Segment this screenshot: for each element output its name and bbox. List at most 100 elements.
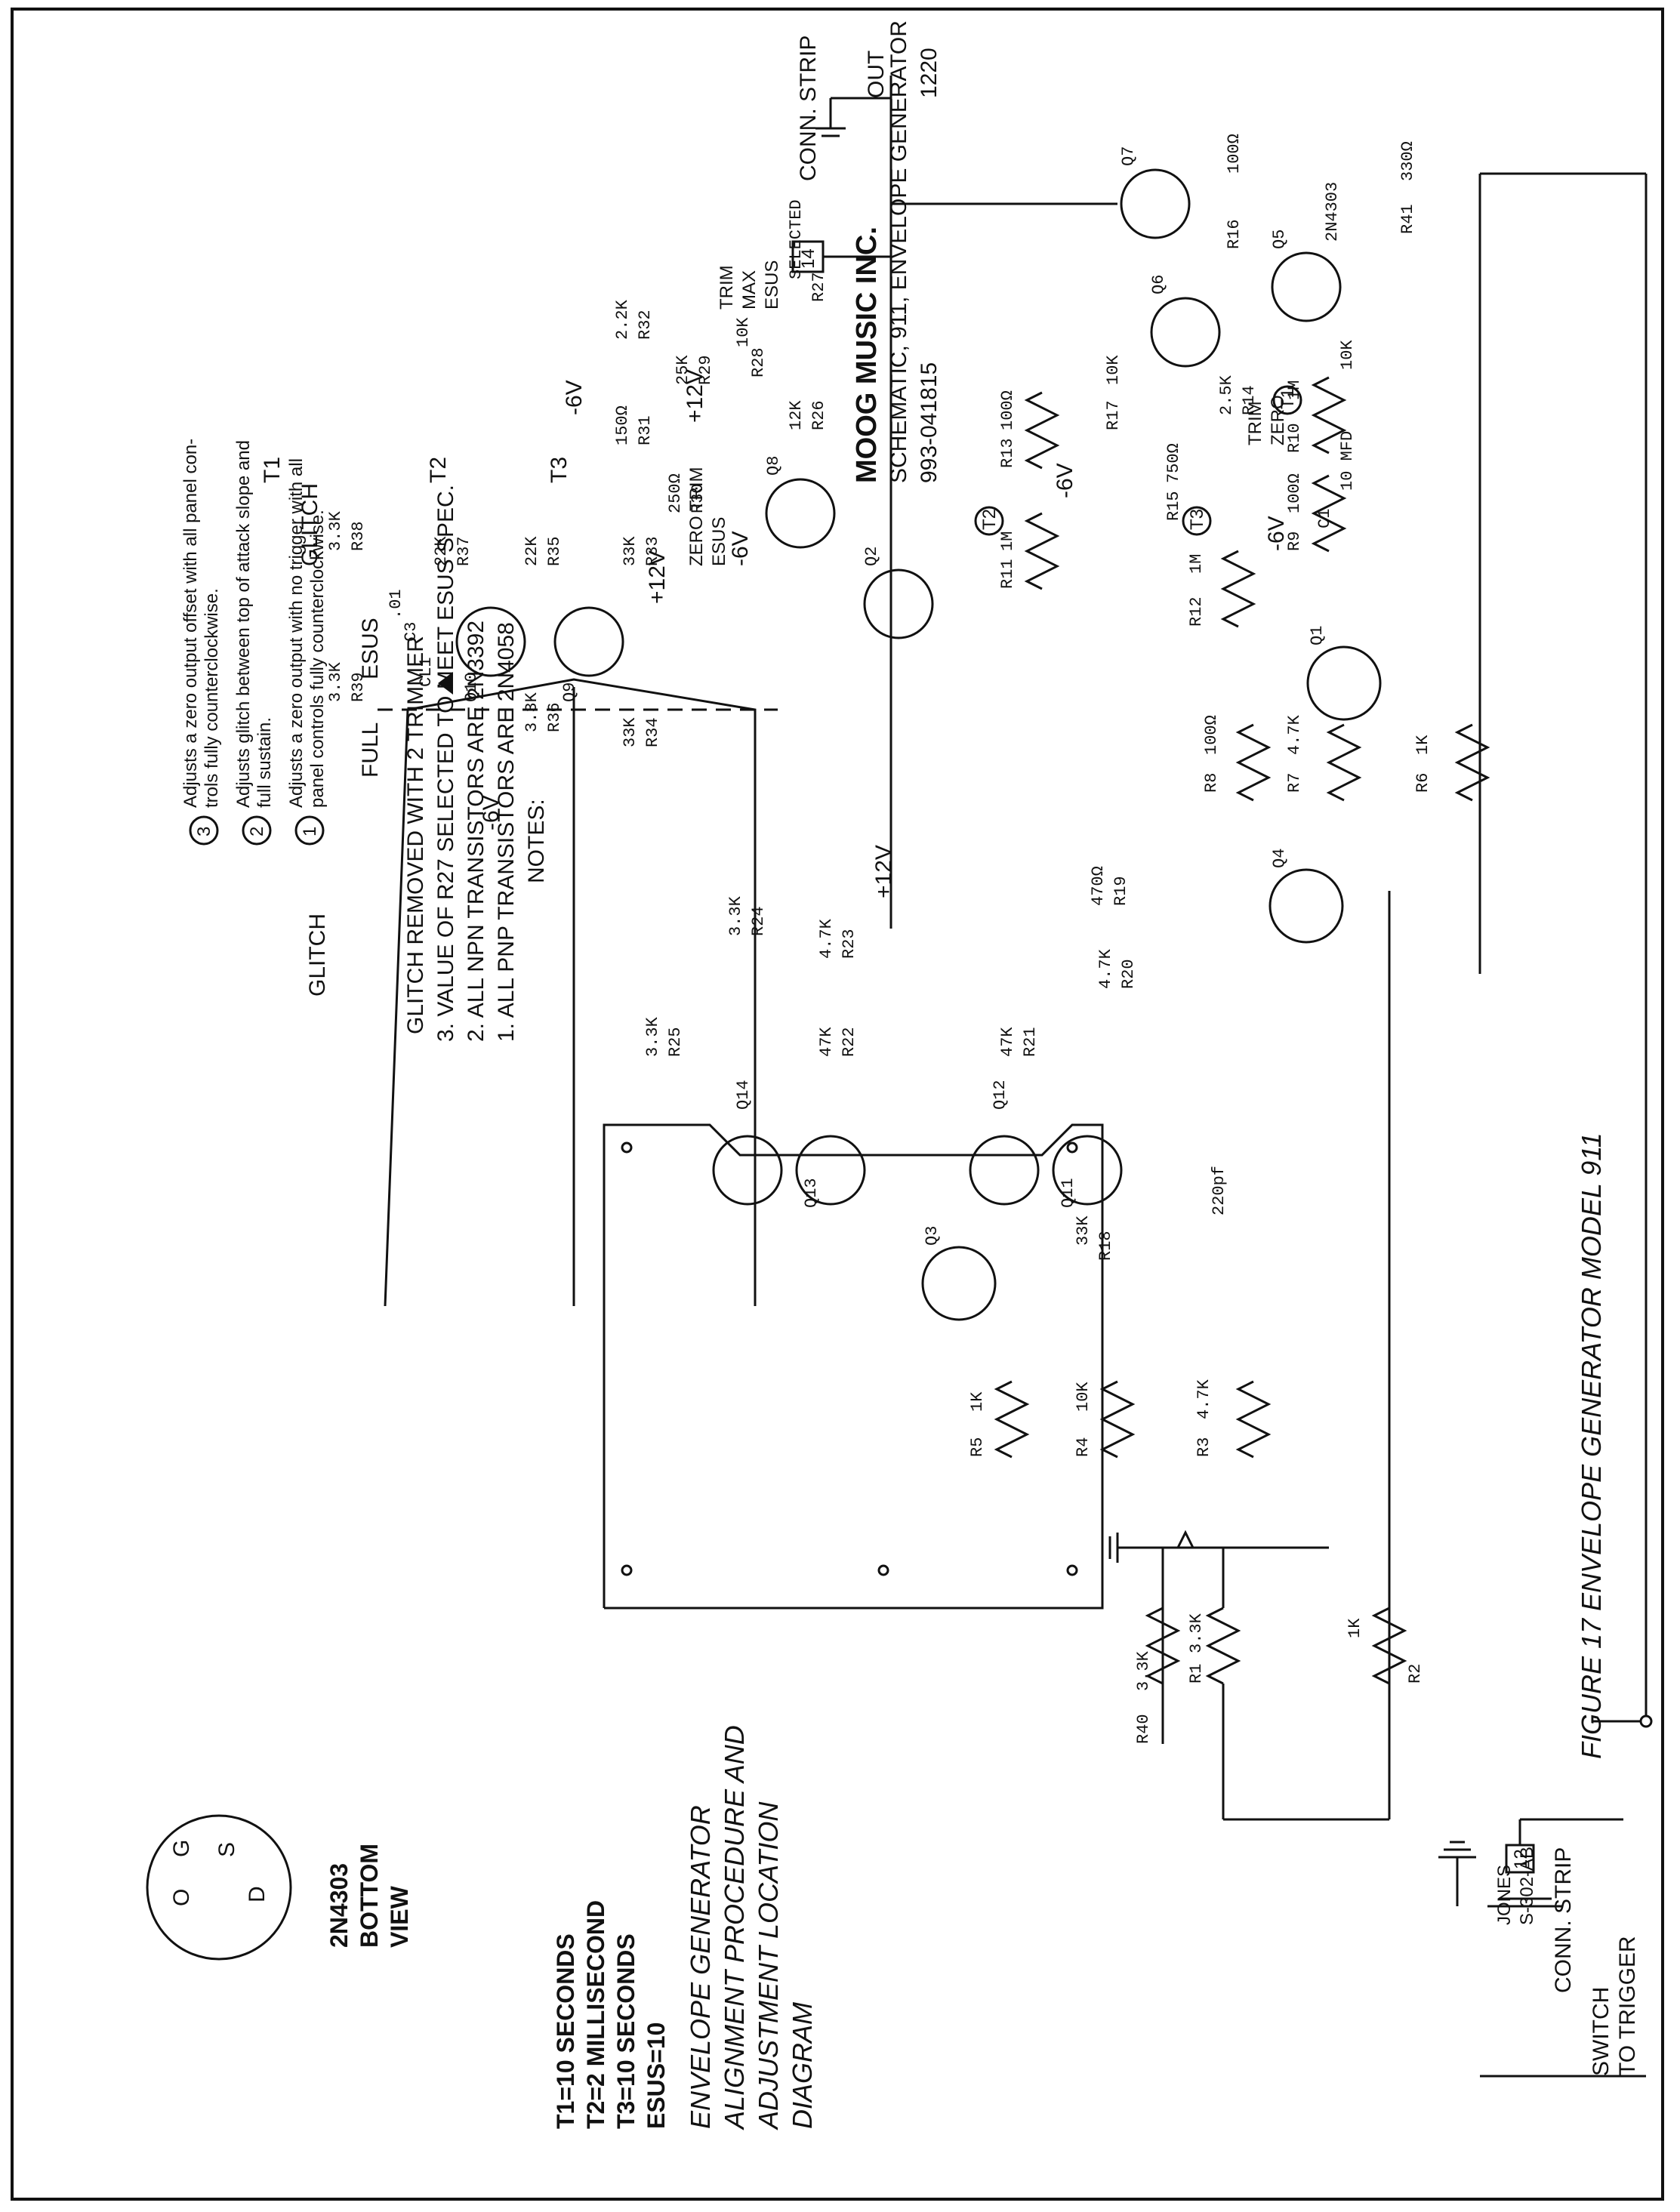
alignment-title-1: ENVELOPE GENERATOR — [685, 1805, 716, 2129]
conn-strip-right-pin: 14 — [798, 248, 818, 269]
input-network: R1 3.3K R40 3.3K R2 1K R3 4.7K R4 10K R5… — [968, 891, 1425, 1821]
figure-caption-block: FIGURE 17 ENVELOPE GENERATOR MODEL 911 — [1576, 1132, 1607, 1759]
r8-value: 100Ω — [1202, 715, 1221, 755]
r27-value: SELECTED — [787, 199, 806, 279]
r22-ref: R22 — [840, 1027, 858, 1057]
output-stage: Q5 2N4303 Q6 Q7 R41 330Ω R16 100Ω R17 10… — [791, 35, 1417, 929]
q1-symbol — [1306, 645, 1382, 721]
r17-value: 10K — [1104, 355, 1123, 385]
r33-value: 33K — [621, 536, 640, 566]
wave-full-label: FULL — [358, 722, 383, 778]
r5-value: 1K — [968, 1391, 987, 1412]
note-extra: GLITCH REMOVED WITH 2 TRIMMER — [403, 636, 428, 1034]
r22-value: 47K — [817, 1027, 836, 1057]
q12-symbol — [969, 1135, 1040, 1206]
fet-resistor-value: 10K — [1338, 340, 1357, 370]
r11-ref: R11 — [998, 559, 1017, 589]
r3-ref: R3 — [1194, 1437, 1213, 1457]
wave-t1: T1 — [260, 457, 285, 483]
q9-label: Q9 — [560, 682, 579, 702]
figure-caption: FIGURE 17 ENVELOPE GENERATOR MODEL 911 — [1576, 1132, 1607, 1759]
pcb-outline — [603, 1123, 1104, 1610]
r3-value: 4.7K — [1194, 1379, 1213, 1419]
alignment-title-2: ALIGNMENT PROCEDURE AND — [719, 1725, 750, 2130]
wave-glitch-top: GLITCH — [297, 483, 322, 566]
r11-value: 1M — [998, 531, 1017, 551]
wave-t2: T2 — [426, 457, 451, 483]
conn-strip-left-pin: 12 — [1511, 1849, 1531, 1869]
timing-block: T1=10 SECONDS T2=2 MILLISECOND T3=10 SEC… — [552, 1725, 818, 2130]
wave-glitch-side: GLITCH — [305, 913, 330, 997]
out-label: OUT — [864, 51, 889, 98]
r15-ref: R15 — [1164, 491, 1183, 521]
q6-symbol — [1150, 297, 1221, 368]
c3-ref: C3 — [402, 622, 421, 642]
r4-ref: R4 — [1074, 1437, 1093, 1457]
trigger-label-2: SWITCH — [1589, 1987, 1614, 2076]
r25-ref: R25 — [666, 1027, 685, 1057]
company-name: MOOG MUSIC INC. — [851, 226, 883, 483]
fet-caption-3: VIEW — [386, 1885, 413, 1948]
adj-2-line-1: Adjusts glitch between top of attack slo… — [233, 440, 254, 808]
waveform-diagram: FULL ESUS GLITCH GLITCH T1 T2 T3 — [260, 457, 778, 1307]
adj-3-line-1: Adjusts a zero output offset with all pa… — [180, 439, 201, 808]
q7-symbol — [1120, 168, 1191, 239]
r18-ref: R18 — [1096, 1231, 1115, 1261]
r35-ref: R35 — [545, 536, 564, 566]
q1-label: Q1 — [1308, 626, 1327, 645]
r10-ref: R10 — [1285, 423, 1304, 453]
q3-label: Q3 — [923, 1226, 942, 1246]
r5-ref: R5 — [968, 1437, 987, 1457]
q5-symbol — [1271, 251, 1342, 322]
r39-value: 3.3K — [326, 661, 345, 702]
r8-ref: R8 — [1202, 773, 1221, 793]
r13-value: 100Ω — [998, 390, 1017, 430]
q7-label: Q7 — [1119, 146, 1138, 166]
r36-value: 3.3K — [522, 692, 541, 732]
r31-ref: R31 — [636, 415, 655, 445]
q5-label: Q5 — [1270, 230, 1289, 249]
fet-part: 2N4303 — [1323, 182, 1342, 242]
r1-ref: R1 — [1187, 1664, 1206, 1684]
q13-symbol — [795, 1135, 866, 1206]
r35-value: 22K — [522, 536, 541, 566]
r16-value: 100Ω — [1225, 134, 1244, 174]
r21-value: 47K — [998, 1027, 1017, 1057]
r19-ref: R19 — [1111, 876, 1130, 906]
r14-ref: R14 — [1240, 385, 1259, 415]
r25-value: 3.3K — [643, 1016, 662, 1057]
r28-note-3: TRIM — [717, 265, 737, 310]
fet-bottom-view: O G S D 2N4303 BOTTOM VIEW — [146, 1814, 413, 1961]
wave-t3: T3 — [547, 457, 572, 483]
r1-value: 3.3K — [1187, 1613, 1206, 1653]
r7-value: 4.7K — [1285, 714, 1304, 755]
r40-ref: R40 — [1134, 1714, 1153, 1744]
timing-t3: T3=10 SECONDS — [612, 1933, 640, 2129]
adj-2-num: 2 — [247, 827, 267, 836]
r37-ref: R37 — [455, 536, 473, 566]
r29-value: 25K — [674, 355, 692, 385]
q11-symbol — [1052, 1135, 1123, 1206]
q14-symbol — [712, 1135, 783, 1206]
r17-ref: R17 — [1104, 400, 1123, 430]
fet-pin-d: D — [245, 1886, 270, 1902]
alignment-title-3: ADJUSTMENT LOCATION — [753, 1801, 784, 2130]
timing-esus: ESUS=10 — [643, 2023, 670, 2129]
company-block: MOOG MUSIC INC. SCHEMATIC, 911, ENVELOPE… — [851, 20, 942, 483]
diode-label: CL1 — [417, 657, 436, 687]
r28-value: 10K — [734, 317, 753, 347]
timing-t2: T2=2 MILLISECOND — [582, 1900, 609, 2129]
trim-t3-label: T3 — [1187, 509, 1207, 530]
r31-value: 150Ω — [613, 405, 632, 445]
neg-supply-q6: -6V — [1053, 463, 1077, 498]
c2-value: 220pf — [1210, 1166, 1228, 1215]
r30-value: 250Ω — [666, 473, 685, 513]
r27-ref: R27 — [809, 272, 828, 302]
q13-label: Q13 — [802, 1178, 821, 1208]
q14-label: Q14 — [734, 1080, 753, 1110]
r14-trim-note-2: TRIM — [1245, 401, 1265, 445]
r2-ref: R2 — [1406, 1664, 1425, 1684]
r28-note-1: ESUS — [762, 260, 782, 310]
